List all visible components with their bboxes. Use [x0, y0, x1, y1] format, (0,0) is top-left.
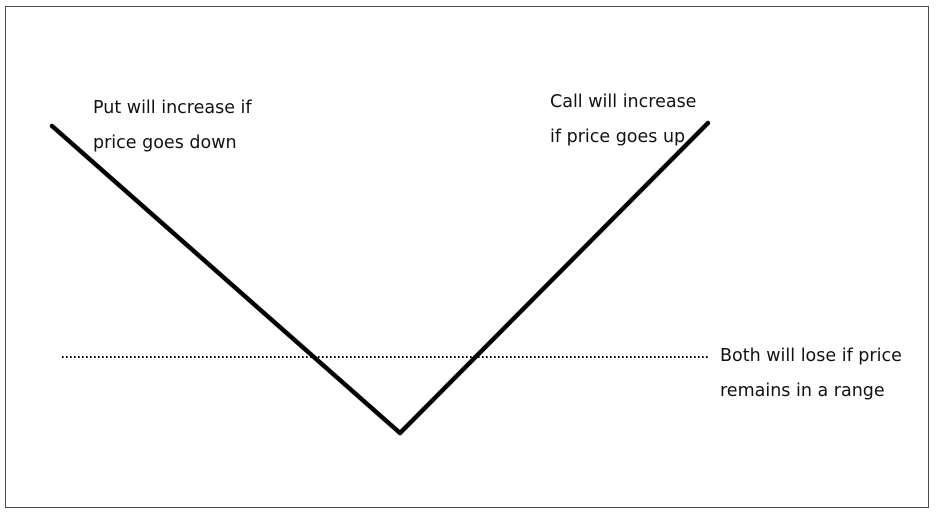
call-payoff-line — [397, 120, 711, 436]
range-annotation-line-2: remains in a range — [720, 381, 885, 401]
range-annotation: Both will lose if price remains in a ran… — [720, 339, 902, 409]
put-annotation-line-2: price goes down — [93, 133, 237, 153]
call-annotation-line-1: Call will increase — [550, 92, 697, 112]
call-annotation: Call will increase if price goes up — [550, 85, 696, 155]
put-annotation: Put will increase if price goes down — [93, 91, 252, 161]
range-annotation-line-1: Both will lose if price — [720, 346, 902, 366]
diagram-frame — [5, 6, 929, 508]
put-payoff-line — [49, 123, 403, 436]
put-annotation-line-1: Put will increase if — [93, 98, 252, 118]
call-annotation-line-2: if price goes up — [550, 127, 686, 147]
